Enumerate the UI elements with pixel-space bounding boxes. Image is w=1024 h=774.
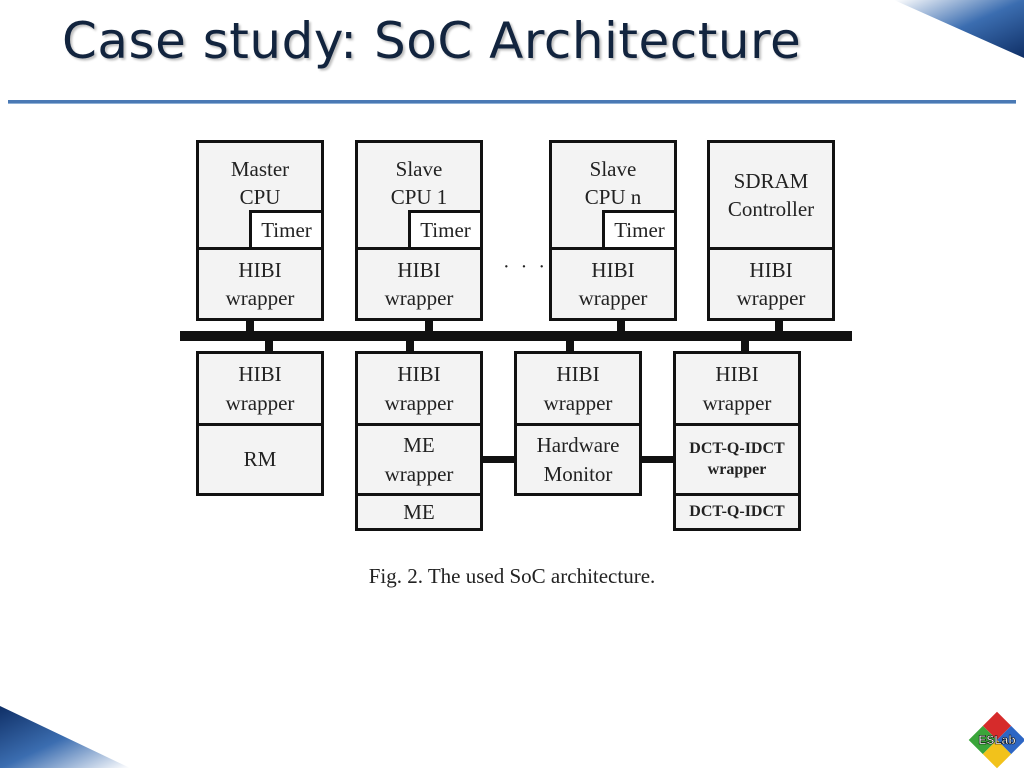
- hardware-monitor-hibi-wrapper: HIBI wrapper: [514, 351, 642, 426]
- sdram-controller-hibi-wrapper: HIBI wrapper: [707, 247, 835, 321]
- master-cpu-hibi-wrapper: HIBI wrapper: [196, 247, 324, 321]
- hardware-monitor-box: Hardware Monitor: [514, 423, 642, 496]
- me-monitor-link: [482, 456, 515, 463]
- bus-connector: [775, 319, 783, 333]
- bus-connector: [265, 339, 273, 354]
- corner-decoration-top-right: [894, 0, 1024, 58]
- master-cpu-label: Master CPU: [230, 157, 290, 210]
- bus-connector: [246, 319, 254, 333]
- slave-cpu-n-timer: Timer: [602, 210, 677, 250]
- master-cpu-timer: Timer: [249, 210, 324, 250]
- bus-connector: [406, 339, 414, 354]
- ellipsis: · · ·: [503, 256, 548, 278]
- figure-caption: Fig. 2. The used SoC architecture.: [368, 564, 656, 588]
- eslab-logo: ESLab: [968, 711, 1024, 769]
- bus-connector: [741, 339, 749, 354]
- rm-box: RM: [196, 423, 324, 496]
- bus-connector: [617, 319, 625, 333]
- logo-text: ESLab: [978, 733, 1015, 747]
- slave-cpu-n-label: Slave CPU n: [584, 157, 642, 210]
- me-box: ME: [355, 493, 483, 531]
- sdram-controller-box: SDRAM Controller: [707, 140, 835, 250]
- slave-cpu-1-hibi-wrapper: HIBI wrapper: [355, 247, 483, 321]
- slide-title: Case study: SoC Architecture: [62, 12, 802, 70]
- slave-cpu-n-hibi-wrapper: HIBI wrapper: [549, 247, 677, 321]
- me-wrapper-box: ME wrapper: [355, 423, 483, 496]
- sdram-controller-label: SDRAM Controller: [727, 168, 815, 221]
- bus-connector: [566, 339, 574, 354]
- slave-cpu-1-timer: Timer: [408, 210, 483, 250]
- dct-wrapper-box: DCT-Q-IDCT wrapper: [673, 423, 801, 496]
- title-underline: [8, 100, 1016, 103]
- slave-cpu-1-label: Slave CPU 1: [390, 157, 448, 210]
- me-hibi-wrapper: HIBI wrapper: [355, 351, 483, 426]
- hibi-bus: [180, 331, 852, 341]
- rm-hibi-wrapper: HIBI wrapper: [196, 351, 324, 426]
- monitor-dct-link: [641, 456, 674, 463]
- corner-decoration-bottom-left: [0, 706, 130, 768]
- dct-box: DCT-Q-IDCT: [673, 493, 801, 531]
- dct-hibi-wrapper: HIBI wrapper: [673, 351, 801, 426]
- bus-connector: [425, 319, 433, 333]
